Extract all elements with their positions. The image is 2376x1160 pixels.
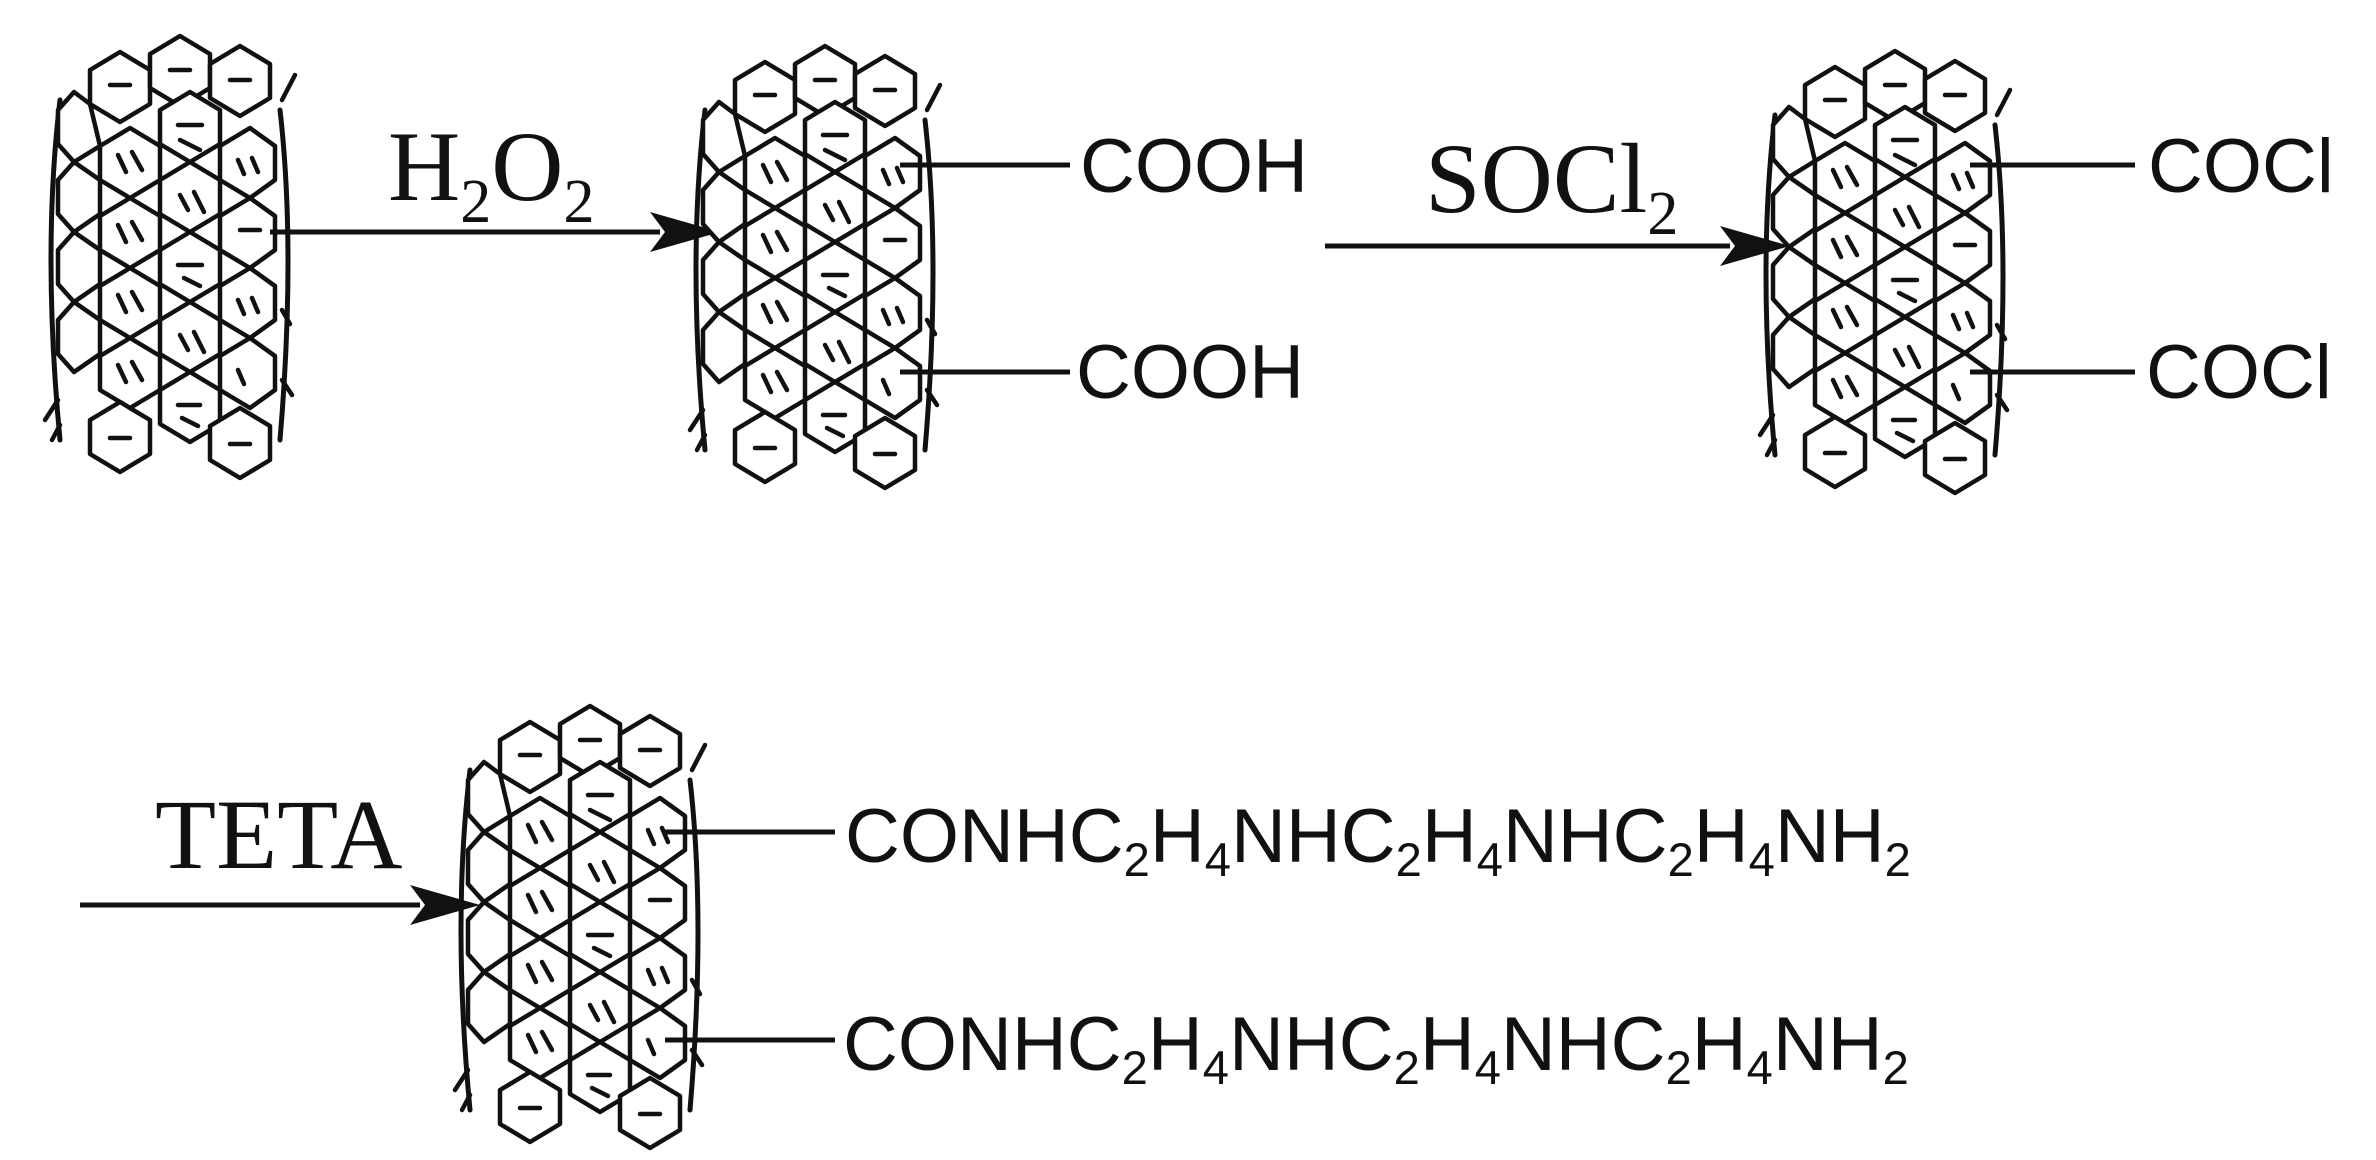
reagent-h2o2: H2O2 xyxy=(388,111,594,236)
nanotube-carboxylated xyxy=(690,46,940,488)
nanotube-pristine xyxy=(45,36,295,478)
arrow-3-head xyxy=(410,885,480,925)
arrow-2-head xyxy=(1720,226,1790,266)
arrow-1-head xyxy=(650,212,720,252)
nanotube-acyl-chloride xyxy=(1760,51,2010,493)
group-cocl-top: COCl xyxy=(2148,124,2334,209)
nanotube-teta-functionalized xyxy=(455,706,705,1148)
group-cocl-bottom: COCl xyxy=(2146,330,2332,415)
group-cooh-top: COOH xyxy=(1080,124,1308,209)
group-cooh-bottom: COOH xyxy=(1076,330,1304,415)
group-amide-top: CONHC2H4NHC2H4NHC2H4NH2 xyxy=(845,794,1911,886)
reagent-teta: TETA xyxy=(155,779,402,890)
group-amide-bottom: CONHC2H4NHC2H4NHC2H4NH2 xyxy=(843,1002,1909,1094)
reagent-socl2: SOCl2 xyxy=(1425,123,1678,248)
